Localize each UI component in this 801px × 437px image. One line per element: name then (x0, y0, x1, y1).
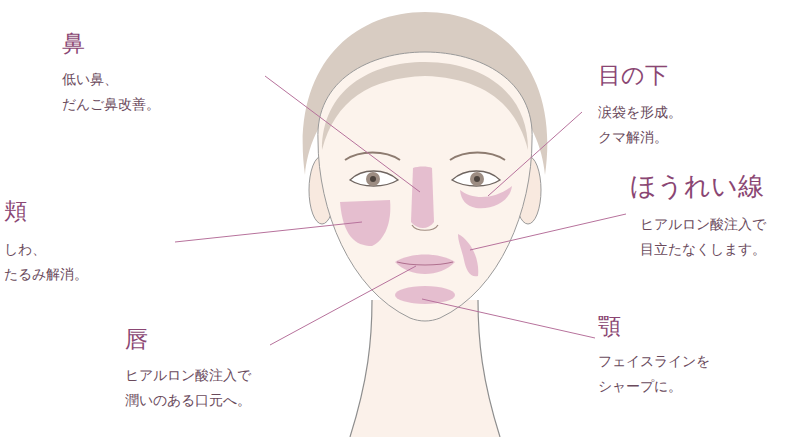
region-heading: 唇 (125, 326, 148, 354)
region-heading: 顎 (598, 313, 621, 341)
region-note: 低い鼻、だんご鼻改善。 (62, 67, 160, 116)
region-note: 涙袋を形成。クマ解消。 (598, 100, 682, 149)
region-note: ヒアルロン酸注入で 目立たなくします。 (640, 212, 766, 261)
region-note: しわ、たるみ解消。 (4, 237, 88, 286)
region-heading: ほうれい線 (630, 171, 764, 202)
region-heading: 頬 (4, 198, 27, 226)
region-heading: 鼻 (62, 30, 85, 58)
region-heading: 目の下 (598, 62, 668, 90)
region-note: ヒアルロン酸注入で 潤いのある口元へ。 (125, 363, 251, 412)
region-note: フェイスラインを シャープに。 (598, 349, 710, 398)
